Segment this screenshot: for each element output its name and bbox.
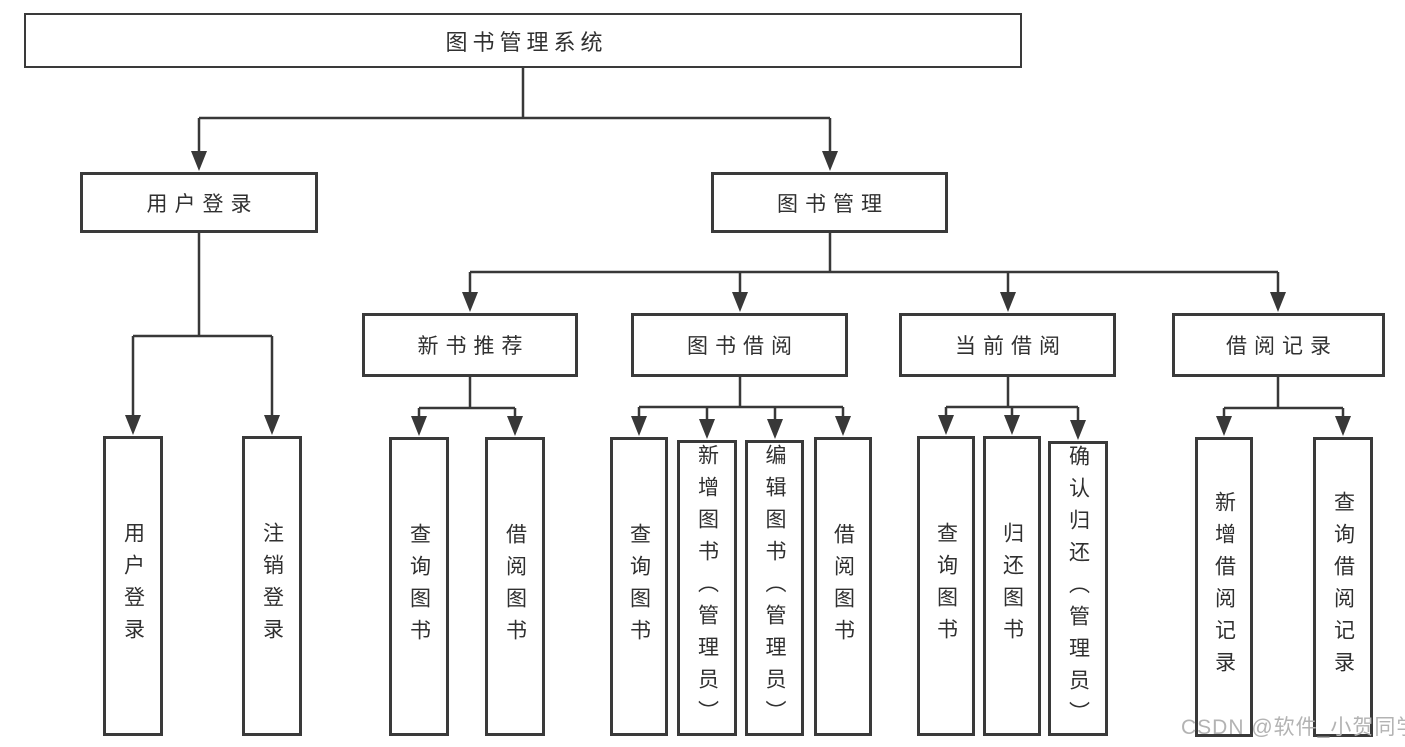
arrow-icon (1070, 420, 1086, 440)
connector-borrow-records (1222, 377, 1345, 421)
connector-book-borrow (637, 377, 845, 424)
leaf-borrow-books: 借阅图书 (814, 437, 872, 736)
leaf-query-books-borrow: 查询图书 (610, 437, 668, 736)
node-label: 查询图书 (627, 522, 651, 651)
node-label: 借阅图书 (503, 522, 527, 651)
node-library-system: 图书管理系统 (24, 13, 1022, 68)
node-label: 用户登录 (146, 192, 259, 216)
arrow-icon (411, 416, 427, 436)
arrow-icon (1000, 292, 1016, 312)
arrow-icon (264, 415, 280, 435)
arrow-icon (1335, 416, 1351, 436)
node-label: 查询借阅记录 (1331, 491, 1355, 683)
connector-new-book-recommend (417, 377, 517, 421)
connector-current-borrow (944, 377, 1080, 425)
leaf-confirm-return-admin: 确认归还（管理员） (1048, 441, 1108, 736)
node-label: 新增图书（管理员） (695, 444, 719, 732)
node-label: 借阅图书 (831, 522, 855, 651)
arrow-icon (835, 416, 851, 436)
node-label: 新增借阅记录 (1212, 491, 1236, 683)
node-label: 确认归还（管理员） (1066, 444, 1090, 733)
connector-root (197, 68, 832, 156)
arrow-icon (767, 419, 783, 439)
leaf-query-borrow-record: 查询借阅记录 (1313, 437, 1373, 737)
node-label: 图书管理 (777, 192, 889, 216)
leaf-edit-book-admin: 编辑图书（管理员） (745, 440, 804, 736)
leaf-add-book-admin: 新增图书（管理员） (677, 440, 737, 736)
node-label: 用户登录 (121, 522, 145, 650)
leaf-query-books-recommend: 查询图书 (389, 437, 449, 736)
arrow-icon (1270, 292, 1286, 312)
leaf-add-borrow-record: 新增借阅记录 (1195, 437, 1253, 737)
connector-book-management (468, 233, 1280, 297)
arrow-icon (631, 416, 647, 436)
arrow-icon (699, 419, 715, 439)
leaf-user-login: 用户登录 (103, 436, 163, 736)
node-label: 归还图书 (1000, 522, 1024, 650)
node-new-book-recommend: 新书推荐 (362, 313, 578, 377)
csdn-watermark: CSDN @软件_小贺同学 (1181, 716, 1405, 739)
arrow-icon (938, 415, 954, 435)
node-borrow-records: 借阅记录 (1172, 313, 1385, 377)
node-book-management: 图书管理 (711, 172, 948, 233)
node-book-borrow: 图书借阅 (631, 313, 848, 377)
node-current-borrow: 当前借阅 (899, 313, 1116, 377)
node-label: 借阅记录 (1226, 335, 1338, 358)
arrow-icon (191, 151, 207, 171)
node-label: 查询图书 (407, 522, 431, 651)
arrow-icon (1216, 416, 1232, 436)
arrow-icon (125, 415, 141, 435)
leaf-borrow-books-recommend: 借阅图书 (485, 437, 545, 736)
connector-user-login (131, 233, 274, 420)
arrow-icon (462, 292, 478, 312)
node-label: 新书推荐 (417, 335, 530, 358)
leaf-query-books-current: 查询图书 (917, 436, 975, 736)
arrow-icon (822, 151, 838, 171)
node-label: 图书借阅 (687, 335, 799, 358)
node-user-login: 用户登录 (80, 172, 318, 233)
node-label: 图书管理系统 (445, 29, 608, 55)
arrow-icon (1004, 415, 1020, 435)
arrowheads (125, 151, 1351, 440)
node-label: 当前借阅 (955, 335, 1067, 358)
leaf-return-books: 归还图书 (983, 436, 1041, 736)
node-label: 编辑图书（管理员） (763, 444, 786, 732)
node-label: 查询图书 (934, 522, 958, 650)
arrow-icon (732, 292, 748, 312)
arrow-icon (507, 416, 523, 436)
node-label: 注销登录 (260, 522, 284, 650)
leaf-logout: 注销登录 (242, 436, 302, 736)
